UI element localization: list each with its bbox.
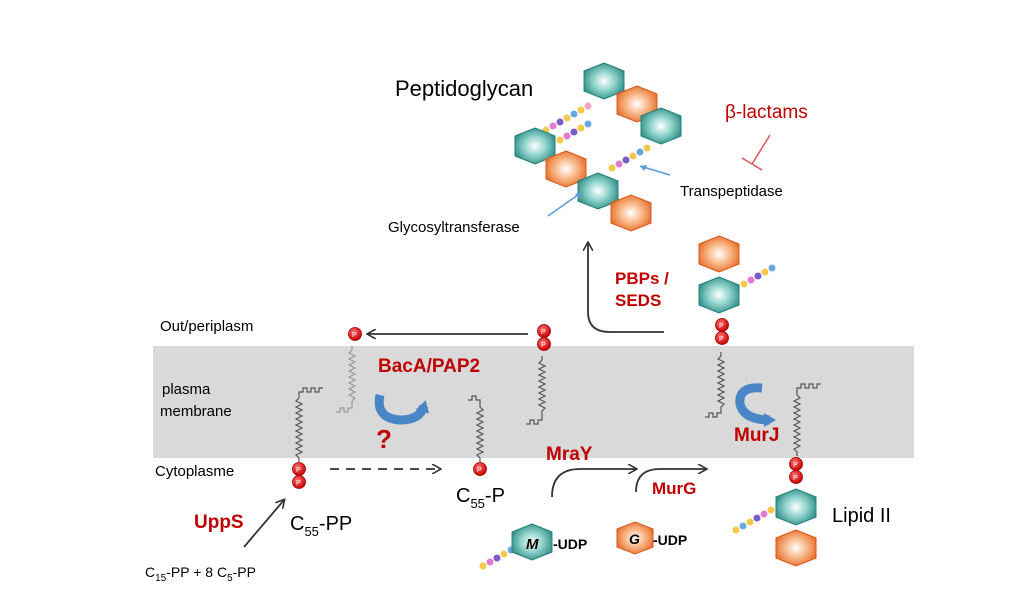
c55p-label: C55-P bbox=[456, 485, 505, 511]
region-label-membrane-1: plasma bbox=[162, 381, 211, 398]
plasma-membrane-band bbox=[153, 346, 914, 458]
region-label-out: Out/periplasm bbox=[160, 318, 253, 335]
lipid-carrier-chain bbox=[294, 387, 323, 462]
peptidoglycan-structure bbox=[514, 62, 682, 232]
glycosyltransferase-pointer-head bbox=[575, 192, 582, 199]
m-udp-label: -UDP bbox=[553, 536, 587, 552]
mray-label: MraY bbox=[546, 444, 593, 465]
upps-label: UppS bbox=[194, 512, 244, 533]
m-letter: M bbox=[526, 536, 539, 553]
phosphate-label: P bbox=[296, 480, 301, 487]
lipid-carrier-chain bbox=[792, 383, 821, 456]
glycosyltransferase-pointer bbox=[547, 191, 583, 217]
phosphate-label: P bbox=[477, 467, 482, 474]
phosphate-label: P bbox=[296, 467, 301, 474]
nam-sugar-hexagon bbox=[698, 235, 740, 273]
phosphate-label: P bbox=[541, 342, 546, 349]
udp-glcnac: G -UDP bbox=[616, 521, 687, 555]
lipid-carrier-chain-faded bbox=[336, 346, 357, 413]
lipid2-label: Lipid II bbox=[832, 505, 891, 527]
precursor-label: C15-PP + 8 C5-PP bbox=[145, 564, 256, 584]
nam-sugar-hexagon bbox=[511, 523, 553, 561]
beta-lactams-label: β-lactams bbox=[725, 102, 808, 123]
lipid-carrier-chain bbox=[526, 356, 547, 425]
pbps-arrow bbox=[588, 243, 664, 333]
peptide-chain bbox=[732, 506, 775, 534]
lipid-carrier-chain bbox=[468, 395, 485, 462]
phosphate-group bbox=[715, 331, 729, 345]
pbps-label-2: SEDS bbox=[615, 291, 661, 310]
peptide-chain bbox=[740, 264, 776, 288]
region-label-cyto: Cytoplasme bbox=[155, 463, 234, 480]
c55pp-label: C55-PP bbox=[290, 513, 352, 539]
baca-pap2-label: BacA/PAP2 bbox=[378, 356, 480, 377]
glcnac-sugar-hexagon bbox=[616, 521, 654, 555]
phosphate-label: P bbox=[719, 323, 724, 330]
glycosyltransferase-label: Glycosyltransferase bbox=[388, 219, 520, 236]
phosphate-group bbox=[348, 327, 362, 341]
upps-arrow bbox=[243, 500, 284, 548]
inhibition-bar bbox=[741, 157, 763, 171]
mray-arrow bbox=[551, 469, 636, 498]
unknown-flippase-mark: ? bbox=[376, 424, 392, 454]
nag-sugar-hexagon bbox=[698, 276, 740, 314]
nag-sugar-hexagon bbox=[583, 62, 625, 100]
transpeptidase-pointer-head bbox=[640, 165, 647, 171]
pbps-label-1: PBPs / bbox=[615, 269, 669, 288]
phosphate-label: P bbox=[352, 332, 357, 339]
diagram-title: Peptidoglycan bbox=[395, 76, 533, 101]
inhibition-line bbox=[751, 134, 771, 165]
lipid-carrier-chain bbox=[705, 352, 726, 418]
phosphate-group bbox=[537, 337, 551, 351]
phosphate-label: P bbox=[793, 462, 798, 469]
murg-arrow bbox=[635, 469, 706, 493]
nam-sugar-hexagon bbox=[610, 194, 652, 232]
nam-sugar-hexagon bbox=[545, 150, 587, 188]
phosphate-group bbox=[789, 470, 803, 484]
murg-label: MurG bbox=[652, 479, 696, 498]
phosphate-label: P bbox=[719, 336, 724, 343]
nag-sugar-hexagon bbox=[775, 488, 817, 526]
flippase-rotate-arrow bbox=[374, 394, 430, 425]
nam-sugar-hexagon bbox=[775, 529, 817, 567]
g-letter: G bbox=[629, 531, 640, 547]
phosphate-group bbox=[473, 462, 487, 476]
region-label-membrane-2: membrane bbox=[160, 403, 232, 420]
peptide-chain bbox=[608, 144, 651, 172]
udp-murnac-pentapeptide: M -UDP bbox=[479, 523, 587, 570]
nag-sugar-hexagon bbox=[577, 172, 619, 210]
nam-sugar-hexagon bbox=[616, 85, 658, 123]
phosphate-group bbox=[292, 475, 306, 489]
murj-label: MurJ bbox=[734, 425, 779, 446]
nag-sugar-hexagon bbox=[640, 107, 682, 145]
murj-rotate-arrow bbox=[735, 383, 776, 427]
transpeptidase-label: Transpeptidase bbox=[680, 183, 783, 200]
peptide-chain bbox=[556, 120, 592, 144]
phosphate-label: P bbox=[541, 329, 546, 336]
g-udp-label: -UDP bbox=[653, 532, 687, 548]
phosphate-label: P bbox=[793, 475, 798, 482]
nag-sugar-hexagon bbox=[514, 127, 556, 165]
